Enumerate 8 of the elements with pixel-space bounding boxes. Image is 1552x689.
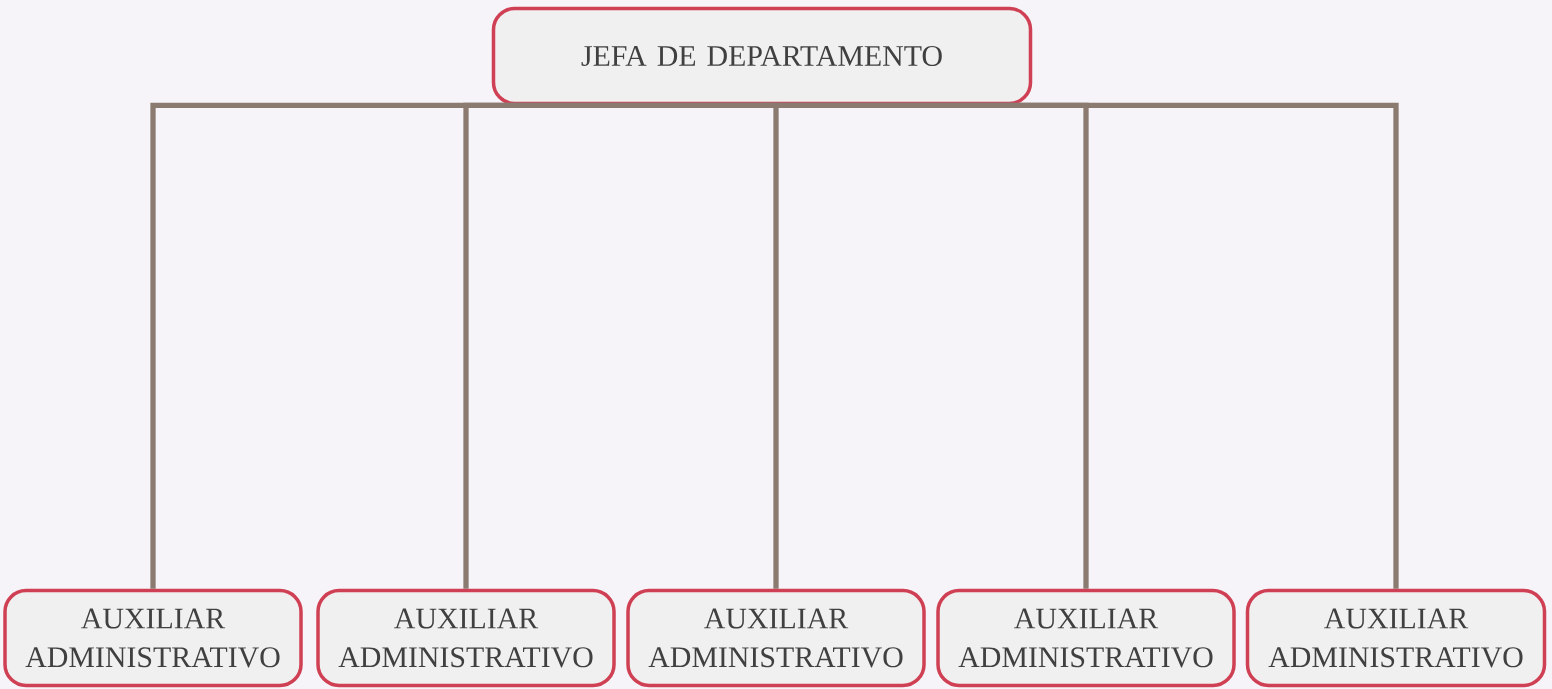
org-box: JEFA DE DEPARTAMENTO [491, 6, 1033, 106]
org-box: AUXILIAR ADMINISTRATIVO [3, 588, 303, 688]
connector-line [463, 102, 762, 589]
org-box: AUXILIAR ADMINISTRATIVO [626, 588, 926, 688]
connector-line [762, 102, 1399, 589]
org-box: AUXILIAR ADMINISTRATIVO [1245, 588, 1547, 688]
org-box: AUXILIAR ADMINISTRATIVO [936, 588, 1236, 688]
org-box: AUXILIAR ADMINISTRATIVO [316, 588, 616, 688]
